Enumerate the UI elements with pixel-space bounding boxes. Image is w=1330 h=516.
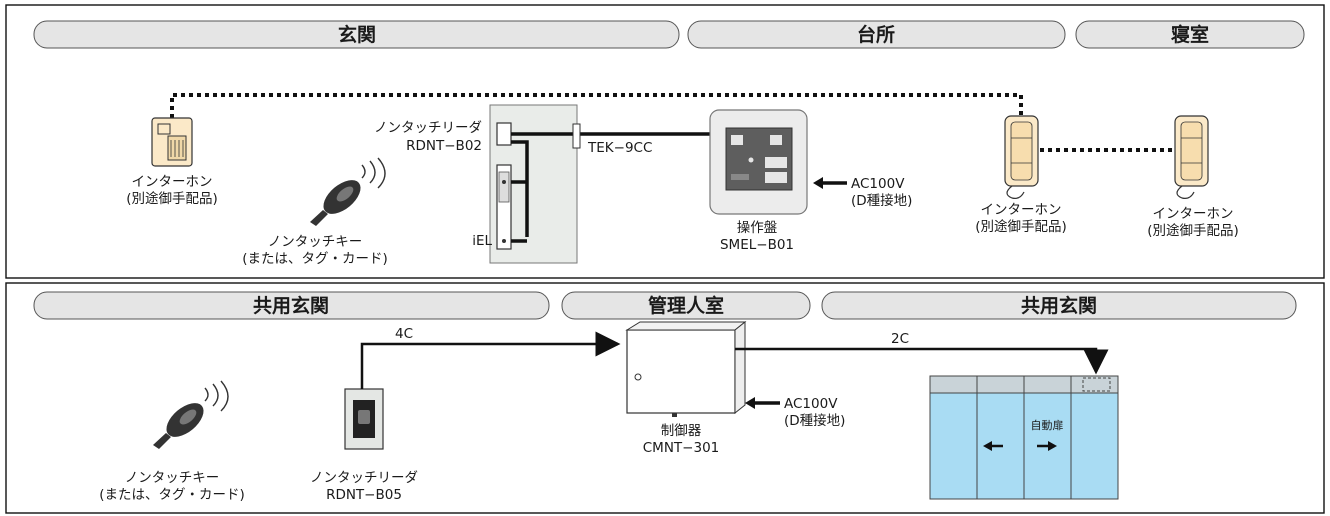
key-top-note: (または、タグ・カード) (242, 251, 388, 267)
reader-bottom-icon (344, 388, 384, 450)
intercom-kitchen-icon (1004, 115, 1039, 199)
reader-bottom-name: ノンタッチリーダ (310, 470, 418, 486)
section-kitchen-label: 台所 (857, 23, 895, 46)
cable-4c-line (360, 331, 621, 389)
reader-top-icon (496, 122, 512, 146)
cable-2c-label: 2C (891, 331, 909, 347)
bottom-panel-frame (5, 282, 1325, 514)
key-top-name: ノンタッチキー (268, 234, 363, 250)
automatic-door-icon (929, 375, 1119, 500)
section-manager-label: 管理人室 (648, 294, 724, 317)
controller-name: 制御器 (661, 423, 702, 439)
cable-2c-line (735, 347, 1109, 375)
section-bedroom-label: 寝室 (1171, 23, 1209, 46)
intercom-left-icon (151, 117, 193, 167)
section-shared-right-label: 共用玄関 (1021, 294, 1097, 317)
section-kitchen: 台所 (687, 20, 1066, 49)
section-shared-entrance-left: 共用玄関 (33, 291, 550, 320)
key-bottom-name: ノンタッチキー (125, 470, 220, 486)
cable-tek9cc-label: TEK−9CC (587, 140, 652, 156)
cable-4c-label: 4C (395, 326, 413, 342)
operation-panel-icon (709, 109, 808, 215)
intercom-link-line (170, 93, 1023, 118)
section-entrance: 玄関 (33, 20, 680, 49)
reader-top-model: RDNT−B02 (406, 138, 482, 154)
power-top-ground: (D種接地) (851, 192, 912, 209)
top-panel-frame (5, 4, 1325, 279)
iel-label: iEL (472, 233, 492, 249)
section-bedroom: 寝室 (1075, 20, 1305, 49)
automatic-door-label: 自動扉 (1031, 418, 1064, 432)
operation-panel-model: SMEL−B01 (720, 237, 794, 253)
section-shared-entrance-right: 共用玄関 (821, 291, 1297, 320)
power-bottom-ground: (D種接地) (784, 412, 845, 429)
section-entrance-label: 玄関 (338, 23, 376, 46)
intercom-bedroom-icon (1174, 115, 1209, 199)
reader-bottom-model: RDNT−B05 (326, 487, 402, 503)
intercom-left-name: インターホン (132, 174, 213, 190)
iel-lock-icon (496, 164, 527, 250)
key-bottom-note: (または、タグ・カード) (99, 487, 245, 503)
intercom-bedroom-note: (別途御手配品) (1147, 222, 1239, 239)
intercom-left-note: (別途御手配品) (126, 190, 218, 207)
key-fob-bottom-icon (153, 380, 229, 449)
section-manager-room: 管理人室 (561, 291, 811, 320)
key-fob-top-icon (310, 157, 386, 226)
controller-model: CMNT−301 (643, 440, 720, 456)
operation-panel-name: 操作盤 (737, 220, 778, 236)
intercom-bedroom-name: インターホン (1153, 206, 1234, 222)
intercom-kitchen-name: インターホン (981, 202, 1062, 218)
controller-icon (625, 320, 747, 417)
reader-top-name: ノンタッチリーダ (374, 120, 482, 136)
intercom-kitchen-note: (別途御手配品) (975, 218, 1067, 235)
power-top-voltage: AC100V (851, 176, 905, 192)
cable-junction (572, 123, 581, 149)
power-bottom-voltage: AC100V (784, 396, 838, 412)
section-shared-left-label: 共用玄関 (253, 294, 329, 317)
